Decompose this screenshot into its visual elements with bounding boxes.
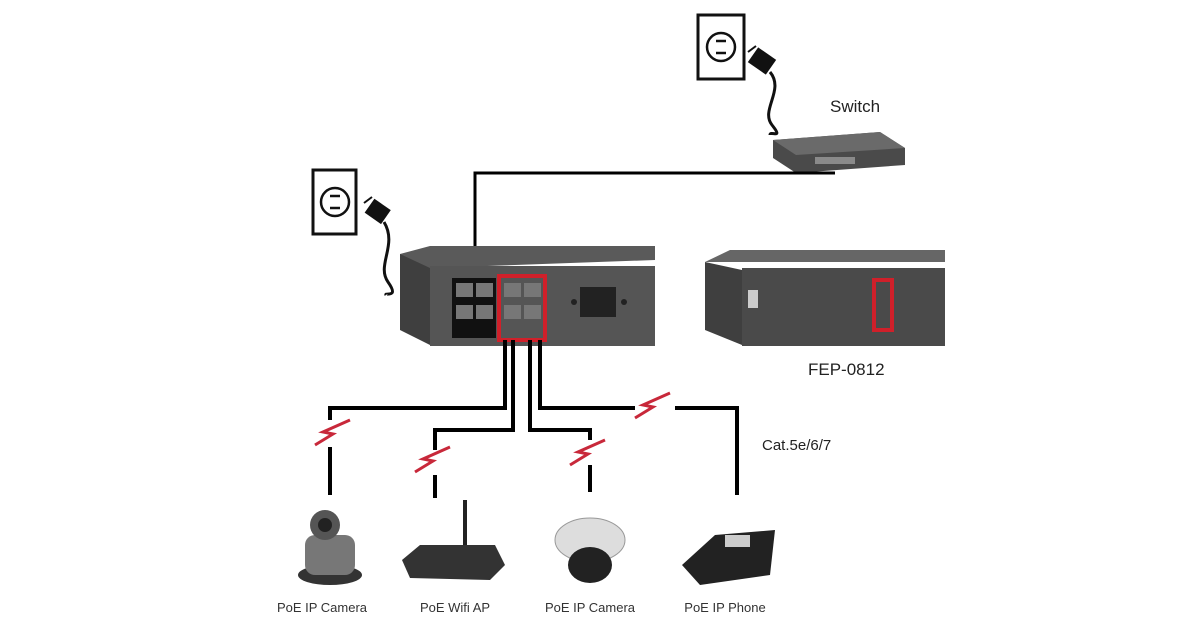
- device-cables: [328, 340, 739, 498]
- device-label-wifi-ap: PoE Wifi AP: [419, 600, 491, 615]
- device-label-camera-2: PoE IP Camera: [544, 600, 636, 615]
- device-label-phone: PoE IP Phone: [684, 600, 766, 615]
- wifi-ap-icon: [402, 500, 505, 580]
- uplink-cable: [473, 171, 835, 280]
- power-outlet-left: [311, 168, 358, 236]
- dome-camera-icon: [554, 517, 626, 583]
- switch-label: Switch: [830, 97, 881, 116]
- fep-0812-device: [705, 250, 945, 346]
- ptz-camera-icon: [298, 510, 362, 585]
- power-outlet-top: [696, 13, 746, 81]
- device-label-camera-1: PoE IP Camera: [276, 600, 368, 615]
- power-plug-top: [747, 45, 779, 136]
- network-switch: [773, 132, 905, 173]
- poe-injector: [400, 246, 655, 346]
- lightning-icon: [314, 391, 671, 474]
- power-plug-left: [363, 196, 394, 296]
- cable-type-label: Cat.5e/6/7: [762, 437, 832, 454]
- ip-phone-icon: [682, 530, 775, 585]
- model-label: FEP-0812: [808, 360, 885, 379]
